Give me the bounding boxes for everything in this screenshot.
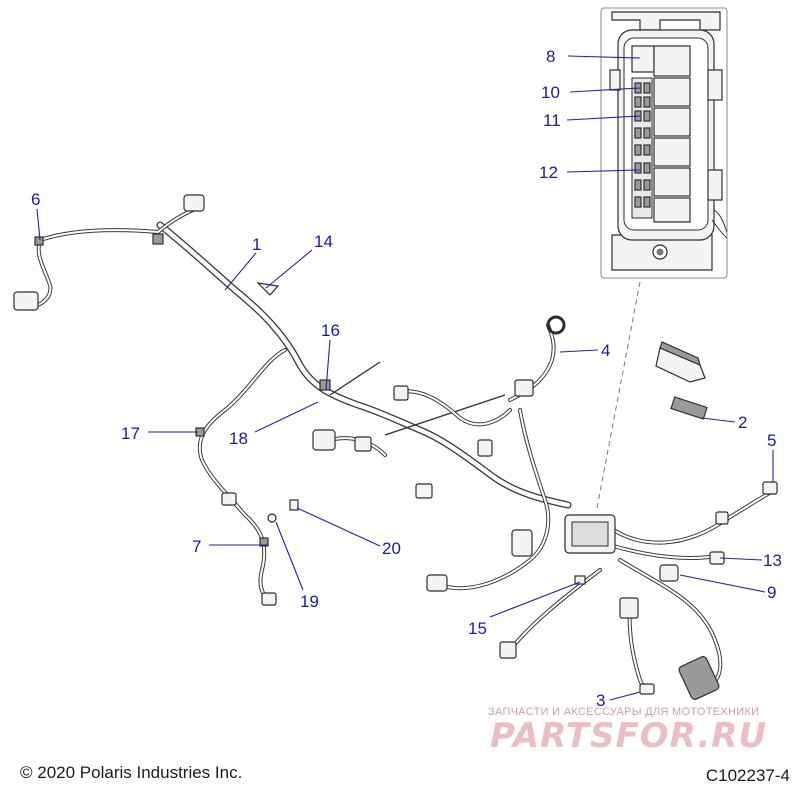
fuse-box-detail-inset (600, 7, 728, 279)
callout-19: 19 (300, 592, 319, 611)
callout-20: 20 (382, 539, 401, 558)
callout-7: 7 (192, 537, 201, 556)
callout-9: 9 (767, 583, 776, 602)
callout-5: 5 (767, 431, 776, 450)
callout-6: 6 (31, 190, 40, 209)
callout-8: 8 (546, 47, 555, 66)
watermark-subtitle: ЗАПЧАСТИ И АКСЕССУАРЫ ДЛЯ МОТОТЕХНИКИ (488, 706, 760, 718)
callout-15: 15 (468, 619, 487, 638)
callout-labels: 1 2 3 4 5 6 7 8 9 10 11 12 13 14 15 16 1… (31, 47, 782, 710)
drawing-code: C102237-4 (705, 766, 790, 785)
inset-link-line (596, 281, 641, 509)
relay-block (631, 45, 691, 223)
callout-17: 17 (121, 424, 140, 443)
callout-11: 11 (543, 111, 561, 130)
callout-13: 13 (763, 551, 782, 570)
callout-10: 10 (541, 83, 560, 102)
callout-12: 12 (539, 163, 558, 182)
callout-4: 4 (601, 341, 610, 360)
watermark-brand: PARTSFOR.RU (490, 716, 768, 756)
main-harness (33, 206, 777, 694)
callout-14: 14 (314, 232, 333, 251)
connectors (13, 194, 778, 700)
callout-2: 2 (738, 413, 747, 432)
leader-lines (36, 55, 774, 701)
callout-3: 3 (596, 691, 605, 710)
callout-16: 16 (321, 321, 340, 340)
callout-18: 18 (229, 429, 248, 448)
copyright-text: © 2020 Polaris Industries Inc. (20, 763, 243, 782)
callout-1: 1 (252, 235, 261, 254)
